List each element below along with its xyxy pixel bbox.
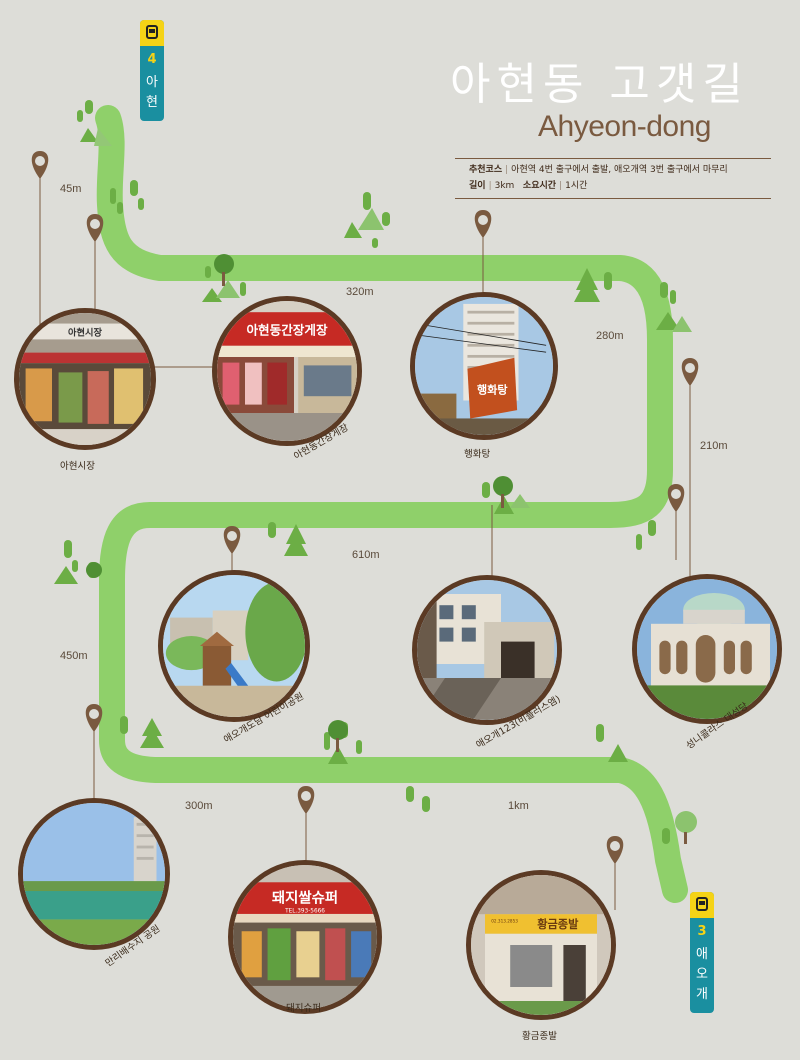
photo-ahyeon-ganjang: 아현동간장게장 bbox=[212, 296, 362, 446]
length-label: 길이 bbox=[469, 181, 486, 191]
course-label: 추천코스 bbox=[469, 165, 503, 175]
station-name: 아 현 bbox=[140, 67, 164, 121]
photo-manri-reservoir bbox=[18, 798, 170, 950]
market-sign-text: 아현시장 bbox=[68, 326, 102, 338]
place-label: 돼지슈퍼 bbox=[286, 1003, 321, 1014]
station-char: 현 bbox=[146, 95, 158, 110]
station-char: 아 bbox=[146, 75, 158, 90]
time-label: 소요시간 bbox=[522, 181, 557, 191]
place-label: 아현시장 bbox=[60, 461, 95, 472]
bathhouse-sign-text: 행화탕 bbox=[477, 383, 507, 397]
distance-label: 450m bbox=[60, 650, 88, 662]
shop-sign-text: 아현동간장게장 bbox=[246, 323, 328, 338]
distance-label: 1km bbox=[508, 800, 529, 812]
place-label: 황금종발 bbox=[522, 1031, 557, 1042]
time-value: 1시간 bbox=[565, 181, 588, 191]
photo-haenghwatang: 행화탕 bbox=[410, 292, 558, 440]
station-name: 애 오 개 bbox=[690, 939, 714, 1013]
walking-route bbox=[95, 105, 688, 903]
end-station-badge: 3 애 오 개 bbox=[690, 892, 714, 1013]
length-value: 3km bbox=[494, 181, 515, 191]
distance-label: 610m bbox=[352, 549, 380, 561]
photo-aeogae123 bbox=[412, 575, 562, 725]
bakery-sign-text: 황금종발 bbox=[537, 917, 579, 931]
photo-hwanggeum-bakery: 황금종발 02.313.2853 bbox=[466, 870, 616, 1020]
station-char: 개 bbox=[696, 987, 708, 1002]
super-sign-text: 돼지쌀슈퍼 bbox=[272, 889, 338, 906]
photo-st-nicholas bbox=[632, 574, 782, 724]
course-info: 추천코스|아현역 4번 출구에서 출발, 애오개역 3번 출구에서 마무리 길이… bbox=[455, 158, 771, 199]
location-pin-icons bbox=[31, 151, 699, 864]
page-subtitle: Ahyeon-dong bbox=[538, 110, 711, 143]
photo-dwaeji-super: 돼지쌀슈퍼 TEL.393-5666 bbox=[228, 860, 382, 1014]
distance-label: 280m bbox=[596, 330, 624, 342]
page-title: 아현동 고갯길 bbox=[450, 59, 749, 110]
station-line-number: 4 bbox=[147, 52, 157, 67]
place-label: 행화탕 bbox=[464, 449, 491, 460]
distance-label: 320m bbox=[346, 286, 374, 298]
course-text: 아현역 4번 출구에서 출발, 애오개역 3번 출구에서 마무리 bbox=[511, 165, 728, 175]
station-char: 애 bbox=[696, 947, 708, 962]
super-sign-tel: TEL.393-5666 bbox=[284, 909, 325, 915]
distance-label: 210m bbox=[700, 440, 728, 452]
subway-icon bbox=[690, 892, 714, 918]
tree-icon-group bbox=[54, 100, 697, 844]
distance-label: 45m bbox=[60, 183, 82, 195]
distance-label: 300m bbox=[185, 800, 213, 812]
station-char: 오 bbox=[696, 967, 708, 982]
station-line-number: 3 bbox=[697, 924, 707, 939]
start-station-badge: 4 아 현 bbox=[140, 20, 164, 121]
subway-icon bbox=[140, 20, 164, 46]
photo-ahyeon-market: 아현시장 bbox=[14, 308, 156, 450]
bakery-sign-tel: 02.313.2853 bbox=[491, 919, 518, 924]
